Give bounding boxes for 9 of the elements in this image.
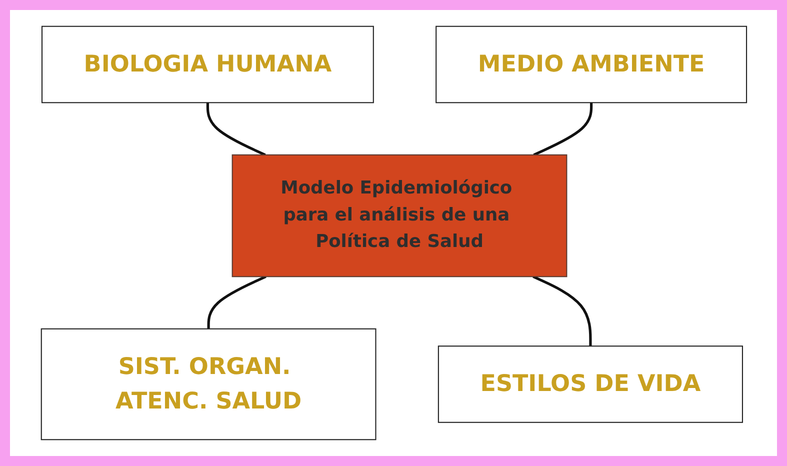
connector [206,275,266,329]
node-box: Modelo Epidemiológico para el análisis de una Política de Salud [231,154,567,278]
connector [532,275,592,346]
node-box: SIST. ORGAN. ATENC. SALUD [40,328,376,440]
node-box: MEDIO AMBIENTE [435,26,747,104]
node-box: BIOLOGIA HUMANA [41,26,374,104]
connector [532,102,592,156]
node-box: ESTILOS DE VIDA [437,346,743,423]
connector [206,102,266,156]
